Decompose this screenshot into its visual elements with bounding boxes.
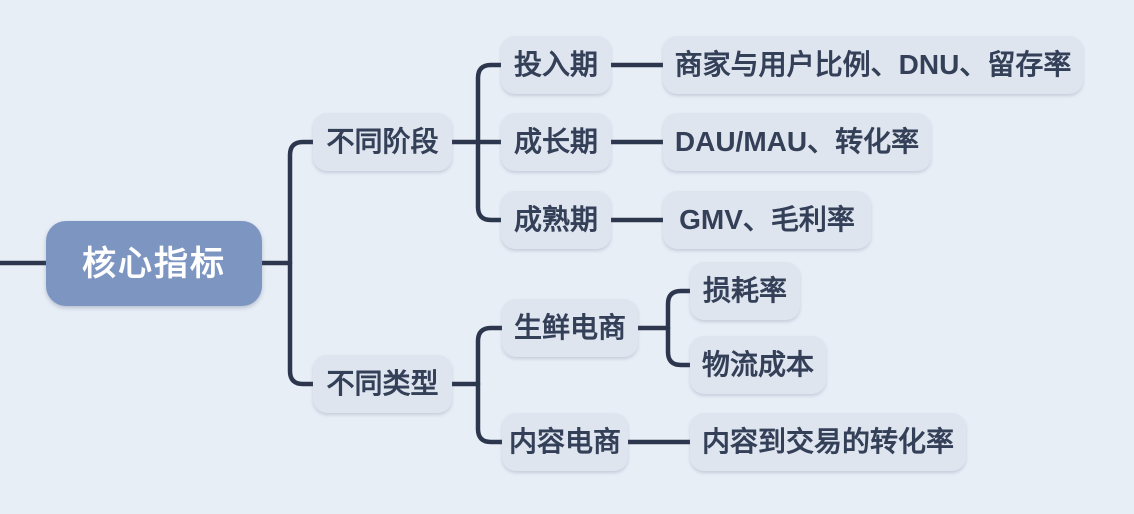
node-branch-stages[interactable]: 不同阶段 [313,113,452,171]
node-type-fresh-metric-loss[interactable]: 损耗率 [690,262,800,320]
node-stage-mature-metrics[interactable]: GMV、毛利率 [663,191,871,249]
node-type-fresh[interactable]: 生鲜电商 [502,299,638,357]
node-type-content[interactable]: 内容电商 [502,413,628,471]
edge-root-trunk [287,139,317,387]
edge-fresh-trunk [665,288,694,368]
node-stage-invest-metrics[interactable]: 商家与用户比例、DNU、留存率 [663,36,1083,94]
node-branch-types[interactable]: 不同类型 [313,355,452,413]
node-stage-invest[interactable]: 投入期 [501,36,611,94]
node-stage-mature[interactable]: 成熟期 [501,191,611,249]
edge-stage-trunk [475,62,505,223]
node-type-fresh-metric-logistics[interactable]: 物流成本 [690,336,826,394]
node-type-content-metrics[interactable]: 内容到交易的转化率 [690,413,966,471]
node-stage-growth-metrics[interactable]: DAU/MAU、转化率 [663,113,931,171]
node-root[interactable]: 核心指标 [46,221,262,306]
edge-type-trunk [475,325,506,445]
node-stage-growth[interactable]: 成长期 [501,113,611,171]
